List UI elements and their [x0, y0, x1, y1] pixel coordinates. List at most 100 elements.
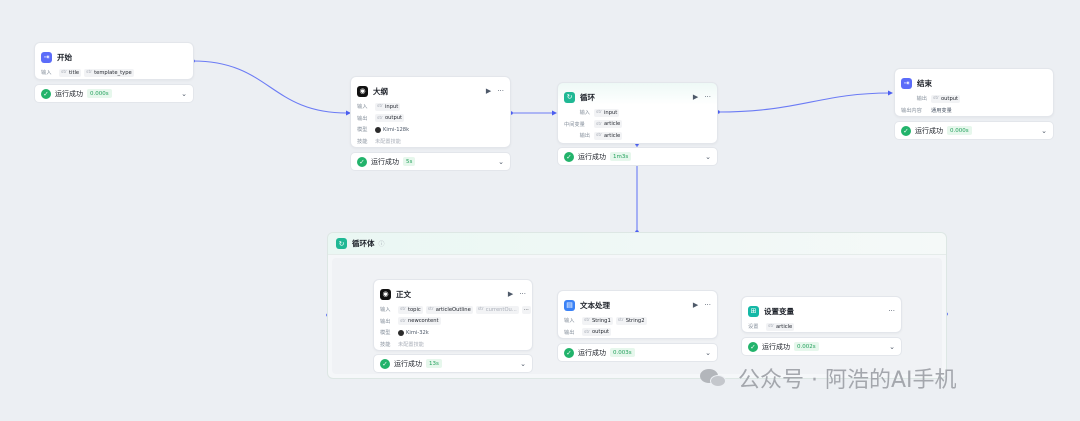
- chevron-down-icon[interactable]: ⌄: [1041, 126, 1047, 135]
- model-label: 模型: [380, 330, 391, 337]
- more-icon[interactable]: ···: [497, 87, 504, 95]
- chevron-down-icon[interactable]: ⌄: [520, 359, 526, 368]
- chevron-down-icon[interactable]: ⌄: [705, 152, 711, 161]
- outline-status[interactable]: ✓ 运行成功 5s ⌄: [350, 152, 511, 171]
- input-label: 输入: [579, 110, 590, 117]
- more-icon[interactable]: ···: [704, 301, 711, 309]
- more-icon[interactable]: ···: [519, 290, 526, 298]
- loop-body-icon: ↻: [336, 238, 347, 249]
- set-variable-icon: ⊞: [748, 305, 759, 317]
- run-time: 13s: [426, 359, 442, 368]
- output-content-value: 通用变量: [931, 107, 952, 114]
- status-text: 运行成功: [578, 152, 606, 161]
- run-icon[interactable]: ▶: [692, 301, 699, 309]
- start-title: 开始: [57, 52, 72, 62]
- start-input-label: 输入: [41, 70, 52, 77]
- model-name: Kimi-128k: [383, 126, 410, 133]
- chevron-down-icon[interactable]: ⌄: [705, 348, 711, 357]
- end-title: 结束: [917, 78, 932, 88]
- input-label: 输入: [564, 318, 575, 325]
- end-status[interactable]: ✓ 运行成功 0.000s ⌄: [894, 121, 1054, 140]
- wechat-icon: [700, 367, 730, 389]
- model-name: Kimi-32k: [406, 329, 429, 336]
- start-icon: ⇥: [41, 51, 52, 63]
- model-icon: [375, 126, 381, 133]
- model-label: 模型: [357, 127, 368, 134]
- set-variable-title: 设置变量: [764, 306, 794, 316]
- more-icon[interactable]: ···: [888, 307, 895, 315]
- run-time: 1m3s: [610, 152, 632, 161]
- output-label: 输出: [916, 96, 927, 103]
- check-icon: ✓: [564, 347, 574, 358]
- check-icon: ✓: [41, 88, 51, 99]
- loop-icon: ↻: [564, 91, 575, 103]
- more-params[interactable]: ···: [521, 305, 531, 314]
- text-processing-title: 文本处理: [580, 300, 610, 310]
- output-content-label: 输出内容: [901, 107, 922, 114]
- status-text: 运行成功: [915, 126, 943, 135]
- chevron-down-icon[interactable]: ⌄: [181, 89, 187, 98]
- more-icon[interactable]: ···: [704, 93, 711, 101]
- body-text-title: 正文: [396, 289, 411, 299]
- run-icon[interactable]: ▶: [485, 87, 492, 95]
- llm-icon: ◉: [357, 85, 368, 97]
- run-time: 0.002s: [794, 342, 819, 351]
- skill-label: 技能: [357, 138, 368, 145]
- check-icon: ✓: [901, 125, 911, 136]
- llm-icon: ◉: [380, 288, 391, 300]
- text-processing-status[interactable]: ✓ 运行成功 0.003s ⌄: [557, 343, 718, 362]
- skill-value: 未配置技能: [375, 138, 401, 145]
- run-time: 0.003s: [610, 348, 635, 357]
- run-time: 0.000s: [87, 89, 112, 98]
- edge-start-outline: [192, 60, 348, 114]
- mid-variable-label: 中间变量: [564, 121, 585, 128]
- check-icon: ✓: [357, 156, 367, 167]
- output-label: 输出: [579, 133, 590, 140]
- text-processing-icon: ▤: [564, 299, 575, 311]
- info-icon[interactable]: ⓘ: [378, 241, 385, 248]
- start-status[interactable]: ✓ 运行成功 0.000s ⌄: [34, 84, 194, 103]
- output-label: 输出: [564, 329, 575, 336]
- model-icon: [398, 329, 404, 336]
- run-time: 5s: [403, 157, 416, 166]
- status-text: 运行成功: [762, 342, 790, 351]
- watermark-text: 公众号 · 阿浩的AI手机: [738, 368, 957, 393]
- run-time: 0.000s: [947, 126, 972, 135]
- status-text: 运行成功: [55, 89, 83, 98]
- outline-title: 大纲: [373, 86, 388, 96]
- status-text: 运行成功: [371, 157, 399, 166]
- set-variable-status[interactable]: ✓ 运行成功 0.002s ⌄: [741, 337, 902, 356]
- loop-title: 循环: [580, 92, 595, 102]
- loop-body-title: 循环体: [352, 239, 375, 248]
- arrow-head: [888, 90, 893, 96]
- body-text-status[interactable]: ✓ 运行成功 13s ⌄: [373, 354, 533, 373]
- output-label: 输出: [380, 318, 391, 325]
- end-icon: ⇥: [901, 77, 912, 89]
- run-icon[interactable]: ▶: [507, 290, 514, 298]
- check-icon: ✓: [380, 358, 390, 369]
- loop-status[interactable]: ✓ 运行成功 1m3s ⌄: [557, 147, 718, 166]
- chevron-down-icon[interactable]: ⌄: [498, 157, 504, 166]
- chevron-down-icon[interactable]: ⌄: [889, 342, 895, 351]
- set-label: 设置: [748, 324, 759, 331]
- run-icon[interactable]: ▶: [692, 93, 699, 101]
